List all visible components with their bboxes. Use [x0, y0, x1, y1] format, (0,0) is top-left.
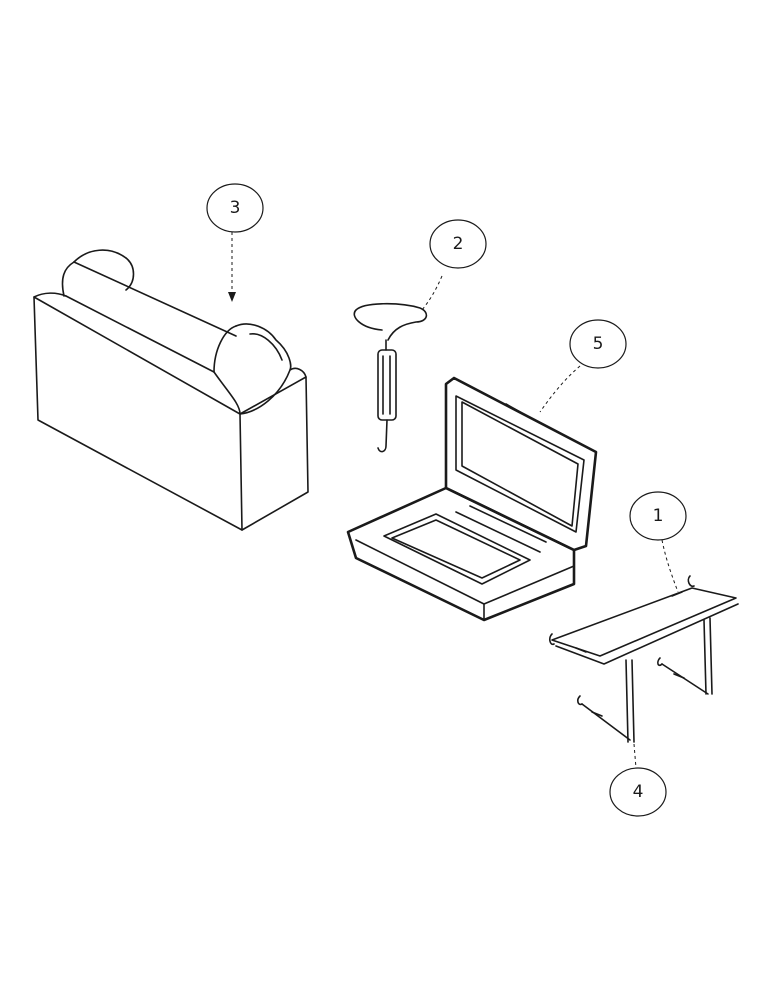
callout-4-label: 4	[633, 782, 644, 802]
callout-3-label: 3	[230, 198, 241, 218]
callout-2-label: 2	[453, 234, 464, 254]
callout-4: 4	[609, 767, 667, 817]
callout-1: 1	[629, 491, 687, 541]
callout-5: 5	[569, 319, 627, 369]
spring-scale	[353, 302, 428, 453]
callout-5-label: 5	[593, 334, 604, 354]
mounting-bracket	[549, 575, 739, 743]
carrying-case	[346, 376, 598, 622]
leader-lines	[228, 232, 679, 769]
callout-3: 3	[206, 183, 264, 233]
foam-block-with-roll	[33, 249, 309, 531]
callout-1-label: 1	[653, 506, 664, 526]
callout-2: 2	[429, 219, 487, 269]
